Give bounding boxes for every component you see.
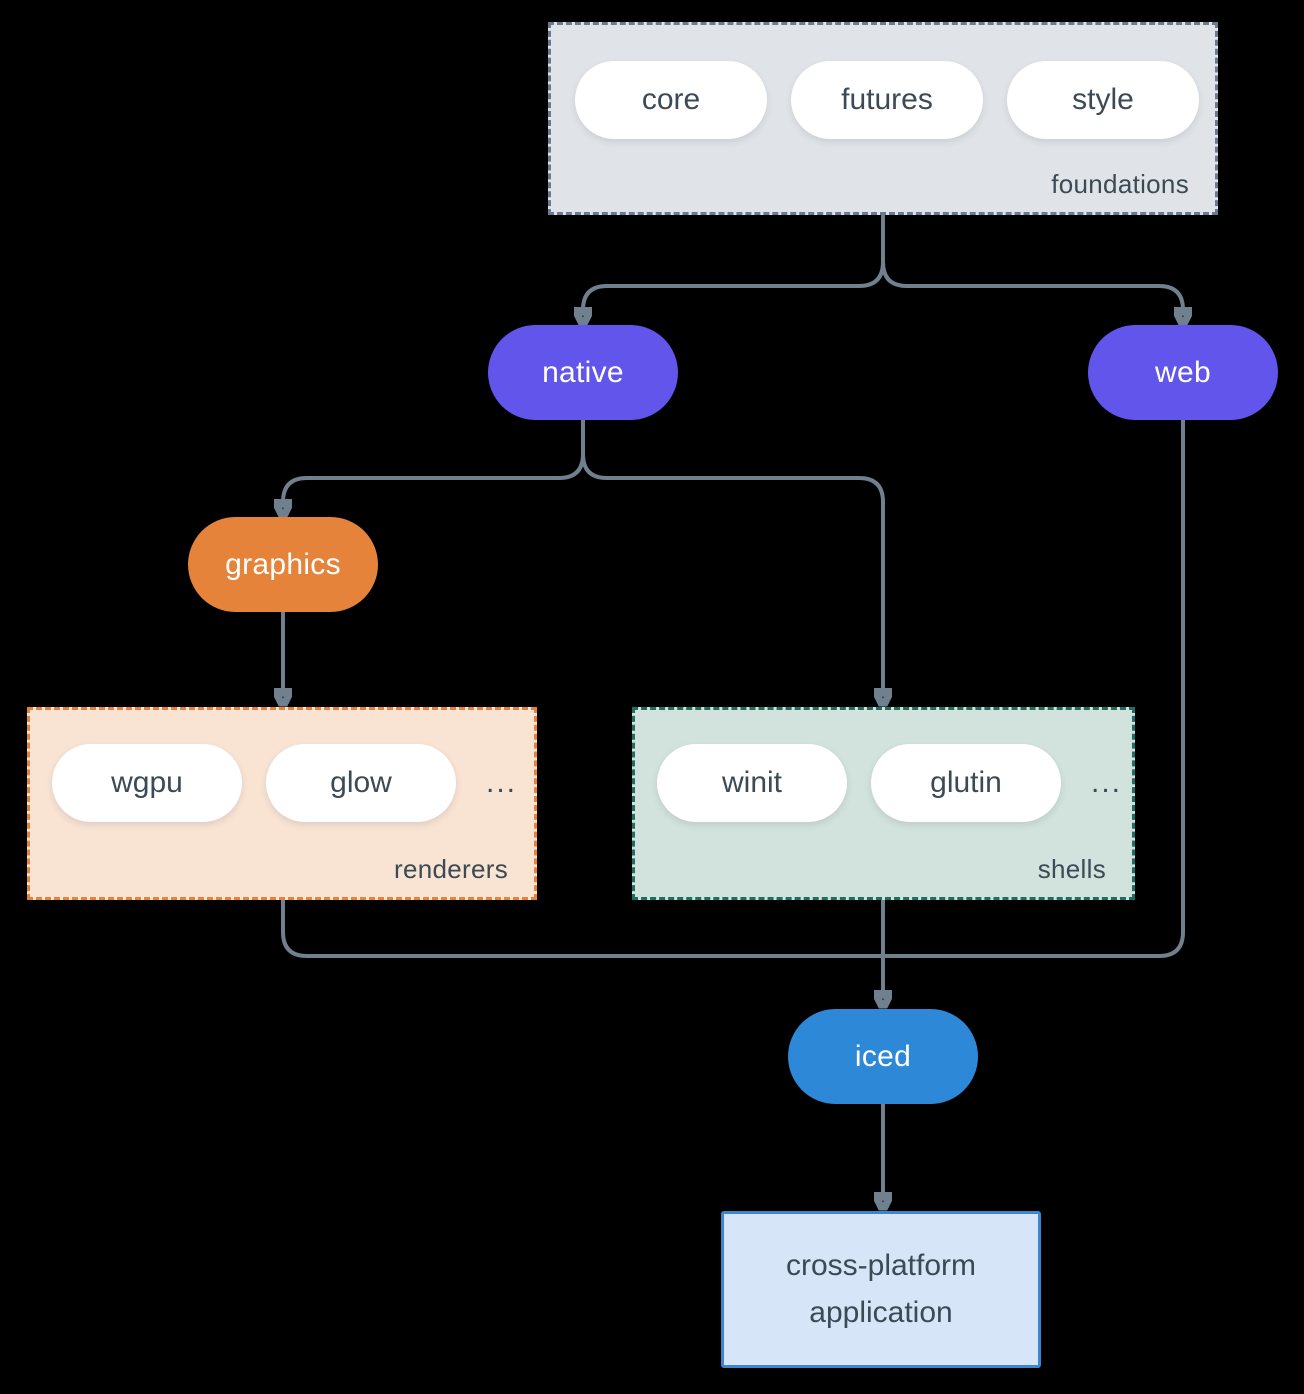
foundations-label: foundations: [1051, 169, 1189, 199]
renderers-label: renderers: [394, 854, 508, 884]
shells-pill-row: winit glutin ...: [635, 710, 1132, 822]
node-cross-platform-application: cross-platform application: [721, 1211, 1041, 1368]
group-shells: winit glutin ... shells: [632, 707, 1135, 900]
node-native: native: [488, 325, 678, 420]
shells-label: shells: [1037, 854, 1106, 884]
edge-renderers-iced: [281, 900, 883, 958]
application-label-line1: cross-platform: [785, 1249, 977, 1282]
application-label-line2: application: [809, 1295, 953, 1329]
pill-winit: winit: [657, 744, 847, 822]
edge-foundations-web: [881, 215, 1183, 310]
renderers-ellipsis: ...: [486, 766, 518, 799]
group-renderers: wgpu glow ... renderers: [27, 707, 537, 900]
foundations-pill-row: core futures style: [551, 25, 1215, 139]
edge-web-iced: [883, 420, 1185, 958]
pill-wgpu: wgpu: [52, 744, 242, 822]
pill-glow: glow: [266, 744, 456, 822]
pill-core: core: [575, 61, 767, 139]
edge-native-graphics: [283, 420, 585, 502]
node-web: web: [1088, 325, 1278, 420]
pill-glutin: glutin: [871, 744, 1061, 822]
edge-foundations-native: [583, 215, 885, 310]
edge-native-shells: [581, 420, 883, 691]
node-iced: iced: [788, 1009, 978, 1104]
pill-futures: futures: [791, 61, 983, 139]
pill-style: style: [1007, 61, 1199, 139]
renderers-pill-row: wgpu glow ...: [30, 710, 534, 822]
shells-ellipsis: ...: [1091, 766, 1123, 799]
node-graphics: graphics: [188, 517, 378, 612]
group-foundations: core futures style foundations: [548, 22, 1218, 215]
